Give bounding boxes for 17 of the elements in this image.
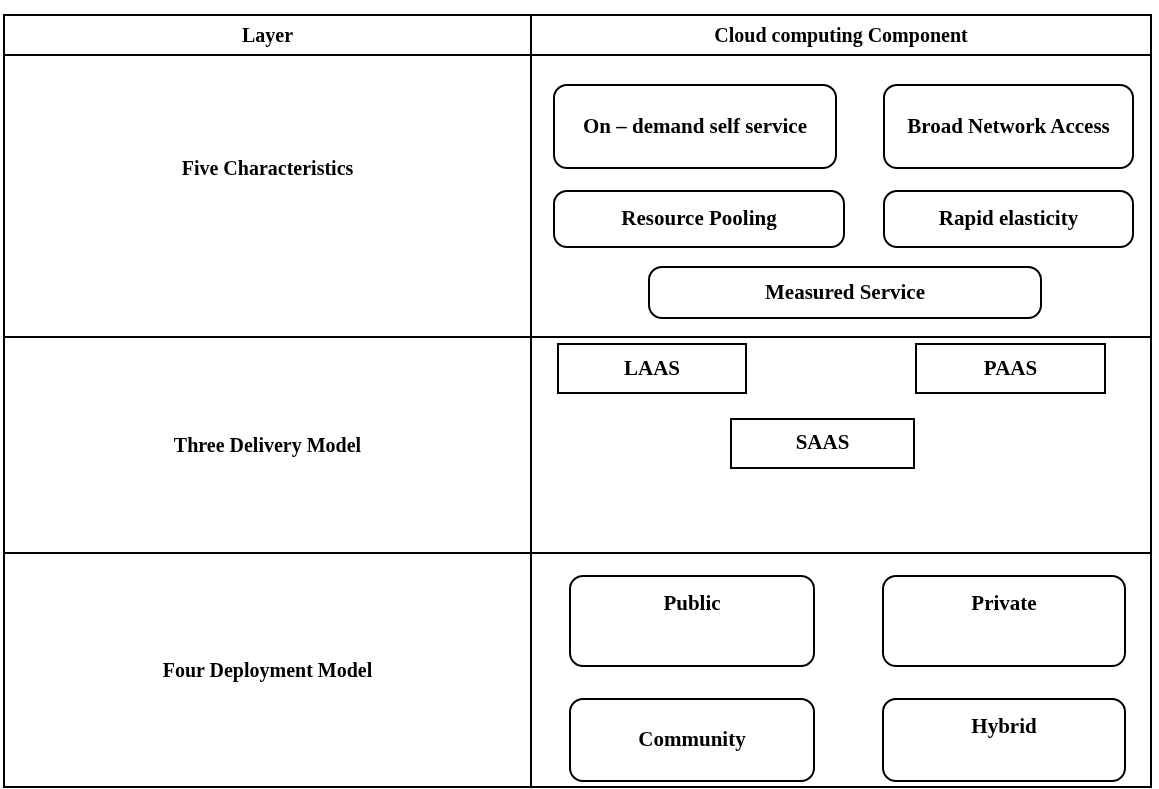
layer-cell-text: Three Delivery Model [173, 433, 362, 457]
rounded-box: Rapid elasticity [883, 190, 1134, 248]
rectangle-box: LAAS [557, 343, 747, 394]
rounded-box: Measured Service [648, 266, 1042, 319]
header-cell-text: Layer [241, 23, 294, 47]
layer-cell-text: Five Characteristics [181, 156, 354, 180]
rounded-box: Public [569, 575, 815, 667]
rounded-box: Broad Network Access [883, 84, 1134, 169]
layer-cell-text: Four Deployment Model [162, 658, 373, 682]
rectangle-box: SAAS [730, 418, 915, 469]
rounded-box: Community [569, 698, 815, 782]
rounded-box: On – demand self service [553, 84, 837, 169]
rectangle-box: PAAS [915, 343, 1106, 394]
header-cell-text: Cloud computing Component [714, 23, 968, 47]
rounded-box: Private [882, 575, 1126, 667]
rounded-box: Resource Pooling [553, 190, 845, 248]
rounded-box: Hybrid [882, 698, 1126, 782]
